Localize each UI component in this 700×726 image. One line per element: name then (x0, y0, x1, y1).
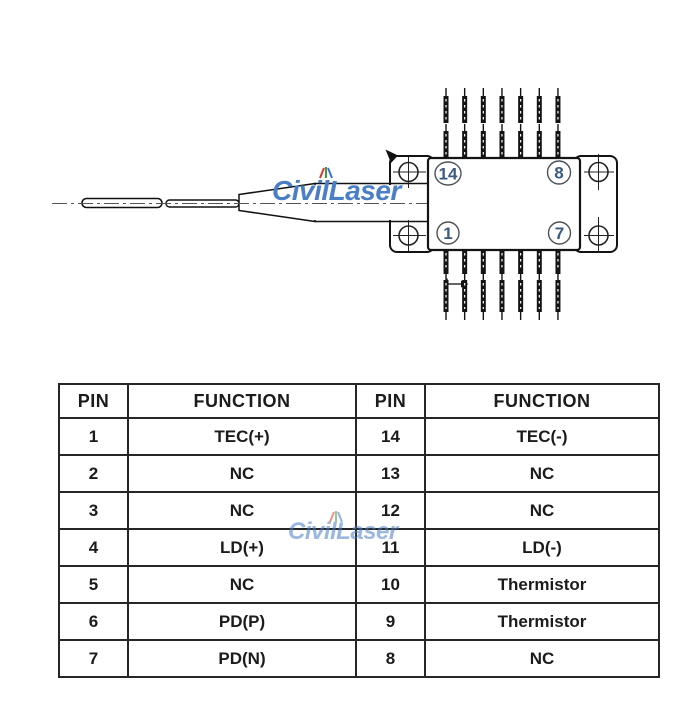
fiber-snout (314, 185, 428, 220)
watermark: CivilLaser (288, 511, 398, 545)
mounting-hole-top-left (393, 157, 426, 188)
function-cell: NC (127, 454, 357, 493)
table-row: 2 NC 13 NC (58, 454, 660, 493)
function-cell: TEC(-) (424, 417, 660, 456)
pin-callout-1: 1 (436, 221, 460, 245)
pin-cell: 11 (355, 528, 426, 567)
function-cell: Thermistor (424, 602, 660, 641)
pin-number-label: 1 (443, 224, 452, 243)
mounting-hole-top-right (584, 154, 614, 190)
pin-cell: 3 (58, 491, 129, 530)
watermark-text: CivilLaser (272, 175, 401, 206)
mounting-hole-bottom-right (584, 217, 614, 253)
table-row: 6 PD(P) 9 Thermistor (58, 602, 660, 641)
pin-callout-14: 14 (434, 161, 462, 186)
pin-cell: 1 (58, 417, 129, 456)
pin-cell: 7 (58, 639, 129, 678)
col-header-pin-right: PIN (355, 383, 426, 419)
pin-number-label: 8 (554, 164, 563, 183)
pin-cell: 6 (58, 602, 129, 641)
table-row: 5 NC 10 Thermistor (58, 565, 660, 604)
function-cell: TEC(+) (127, 417, 357, 456)
pin-cell: 8 (355, 639, 426, 678)
pin-cell: 14 (355, 417, 426, 456)
watermark-logo-icon (319, 167, 333, 179)
pin-cell: 10 (355, 565, 426, 604)
pin-number-label: 14 (439, 165, 458, 184)
function-cell: NC (127, 491, 357, 530)
top-pins (443, 88, 561, 158)
pin-callout-8: 8 (546, 160, 572, 185)
table-row: 1 TEC(+) 14 TEC(-) (58, 417, 660, 456)
function-cell: PD(P) (127, 602, 357, 641)
watermark-text: CivilLaser (288, 518, 398, 545)
function-cell: Thermistor (424, 565, 660, 604)
col-header-function-right: FUNCTION (424, 383, 660, 419)
function-cell: LD(-) (424, 528, 660, 567)
function-cell: PD(N) (127, 639, 357, 678)
pin-cell: 13 (355, 454, 426, 493)
function-cell: LD(+) (127, 528, 357, 567)
function-cell: NC (127, 565, 357, 604)
watermark: CivilLaser (272, 167, 401, 206)
pin-cell: 12 (355, 491, 426, 530)
table-row: 4 LD(+) 11 LD(-) (58, 528, 660, 567)
function-cell: NC (424, 491, 660, 530)
col-header-function-left: FUNCTION (127, 383, 357, 419)
table-header-row: PIN FUNCTION PIN FUNCTION (58, 383, 660, 419)
pin-cell: 2 (58, 454, 129, 493)
pin-cell: 5 (58, 565, 129, 604)
function-cell: NC (424, 454, 660, 493)
watermark-logo-icon (329, 511, 343, 523)
pin-function-table: PIN FUNCTION PIN FUNCTION 1 TEC(+) 14 TE… (58, 383, 660, 678)
leader-arrow-icon (385, 149, 398, 163)
pin-cell: 4 (58, 528, 129, 567)
pin-callout-7: 7 (547, 221, 572, 245)
col-header-pin-left: PIN (58, 383, 129, 419)
pin-cell: 9 (355, 602, 426, 641)
mounting-hole-bottom-left (393, 220, 426, 251)
function-cell: NC (424, 639, 660, 678)
table-row: 3 NC 12 NC (58, 491, 660, 530)
pin-number-label: 7 (555, 224, 564, 243)
butterfly-package-diagram: 14 8 1 7 (52, 88, 618, 320)
bottom-pins (443, 250, 561, 320)
table-row: 7 PD(N) 8 NC (58, 639, 660, 678)
